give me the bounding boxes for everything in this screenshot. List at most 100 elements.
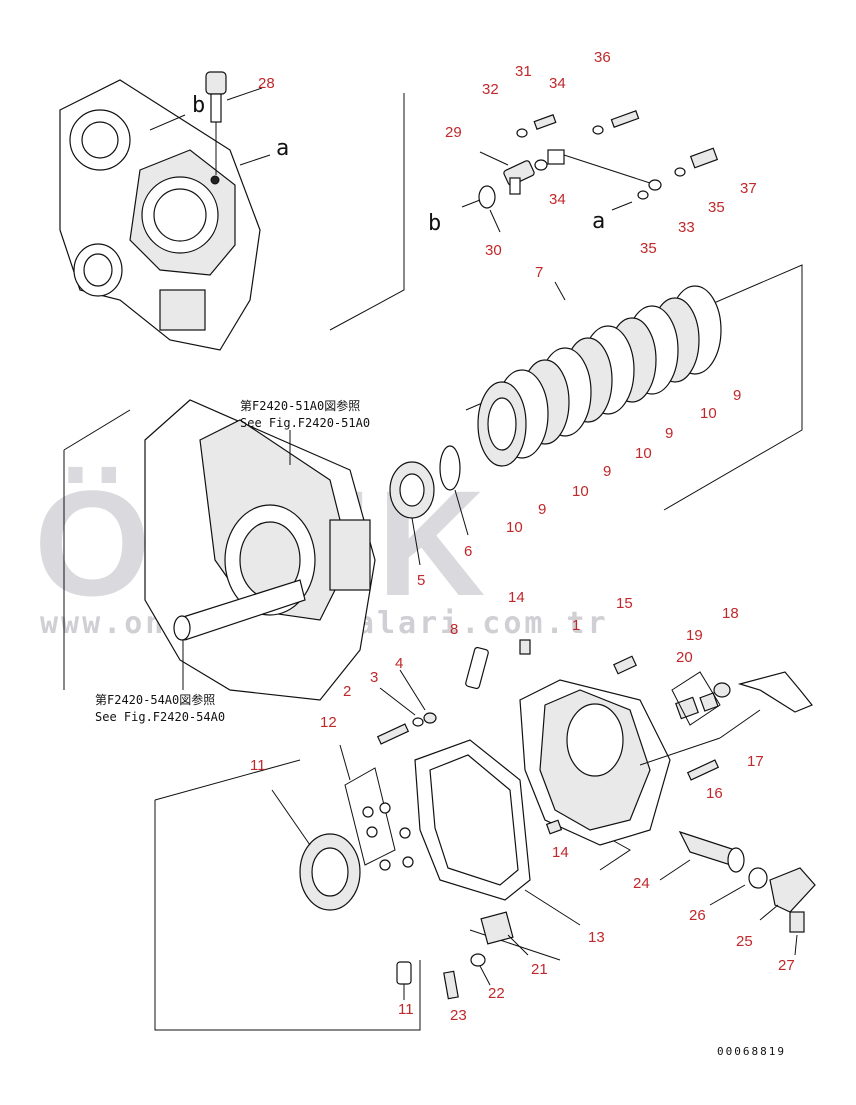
bolt-37 [689, 147, 719, 169]
callout-15: 15 [616, 595, 633, 612]
callout-10-c: 10 [572, 483, 589, 500]
bolt-17 [719, 709, 761, 739]
leader-7 [554, 281, 566, 301]
leader-30 [489, 209, 501, 233]
leader-21 [507, 934, 529, 956]
leader-28 [226, 87, 263, 101]
bolts-2-3-4 [376, 669, 437, 745]
callout-5: 5 [417, 572, 425, 589]
upper-hardware [461, 110, 719, 233]
upper-case-port-inner [83, 253, 113, 287]
pin-14-lower [545, 819, 563, 835]
leader-3 [379, 687, 416, 716]
callout-10-b: 10 [635, 445, 652, 462]
callout-13: 13 [588, 929, 605, 946]
upper-case-bore-upper-inner [81, 121, 119, 159]
callout-2: 2 [343, 683, 351, 700]
callout-28: 28 [258, 75, 275, 92]
leader-29 [479, 151, 509, 166]
washer-34-upper [592, 125, 604, 135]
ref-upper-en: See Fig.F2420-51A0 [240, 416, 370, 430]
group-frames [63, 93, 803, 1031]
ref-lower-en: See Fig.F2420-54A0 [95, 710, 225, 724]
bolt-2 [376, 723, 410, 745]
view-letters: b a b a [192, 93, 605, 236]
callout-3: 3 [370, 669, 378, 686]
bolt-16 [686, 759, 720, 781]
leader-13 [524, 889, 581, 926]
shaft-24-end [727, 847, 745, 873]
fitting-20-b [699, 692, 719, 712]
oil-seal-11-bore [311, 847, 349, 897]
callout-14-upper: 14 [508, 589, 525, 606]
callout-34-lower: 34 [549, 191, 566, 208]
washer-3 [412, 717, 424, 727]
disc-bore [487, 397, 517, 451]
view-arrow-b-upper [149, 114, 186, 131]
leader-27 [794, 934, 798, 956]
callout-35-upper: 35 [708, 199, 725, 216]
leader-24 [659, 859, 691, 881]
plug-group-12-frame [344, 767, 396, 866]
callout-1: 1 [572, 617, 580, 634]
callout-31: 31 [515, 63, 532, 80]
callout-34-upper: 34 [549, 75, 566, 92]
callout-9-b: 9 [665, 425, 673, 442]
nut-33 [648, 179, 662, 191]
snap-ring-6 [439, 445, 461, 491]
callout-32: 32 [482, 81, 499, 98]
callout-26: 26 [689, 907, 706, 924]
washer-35-lower [637, 190, 649, 200]
breather-cap [205, 71, 227, 95]
leader-22 [479, 965, 491, 986]
frame-bottom-left [154, 800, 421, 1031]
leader-4 [399, 669, 426, 711]
callout-37: 37 [740, 180, 757, 197]
upper-case-hole [210, 175, 220, 185]
rod-33 [563, 154, 651, 184]
breather-stem [210, 93, 222, 123]
cover-25 [769, 867, 816, 913]
callout-17: 17 [747, 753, 764, 770]
cover-29-boss [509, 177, 521, 195]
plug-12-e [379, 859, 391, 871]
view-letter-a-lower: a [592, 209, 605, 234]
callout-36: 36 [594, 49, 611, 66]
plug-12-c [366, 826, 378, 838]
upper-transmission-case [59, 71, 271, 351]
plug-12-f [402, 856, 414, 868]
bolt-17-left [639, 737, 721, 766]
oring-30 [478, 185, 496, 209]
bearing-5-inner [399, 473, 425, 507]
bolt-23 [443, 970, 459, 1000]
washer-22 [470, 953, 486, 967]
callout-10-d: 10 [506, 519, 523, 536]
callout-33: 33 [678, 219, 695, 236]
callout-29: 29 [445, 124, 462, 141]
middle-transmission-case [144, 399, 376, 701]
washer-32 [516, 128, 528, 138]
callout-25: 25 [736, 933, 753, 950]
lever-18 [737, 671, 813, 713]
callout-4: 4 [395, 655, 403, 672]
bolt-36 [610, 110, 640, 128]
ref-upper-jp: 第F2420-51A0図参照 [240, 398, 360, 413]
view-arrow-a [611, 201, 633, 211]
callout-11-lower: 11 [398, 1001, 414, 1018]
view-arrow-a-upper [239, 154, 271, 166]
upper-case-pad [159, 289, 206, 331]
middle-case-side-block [329, 519, 371, 591]
callout-30: 30 [485, 242, 502, 259]
fitting-20-a [675, 696, 699, 720]
view-letter-b-upper: b [192, 93, 205, 118]
group-20-frame [671, 671, 721, 726]
bolt-27 [789, 911, 805, 933]
callout-14-lower: 14 [552, 844, 569, 861]
callout-10-a: 10 [700, 405, 717, 422]
nut-19 [713, 682, 731, 698]
frame-mid-left-top [63, 409, 131, 451]
right-cover-assembly [465, 639, 816, 956]
leader-6 [454, 489, 469, 536]
callout-numbers: 28 31 32 34 36 29 34 37 35 33 30 35 7 9 … [250, 49, 795, 1024]
